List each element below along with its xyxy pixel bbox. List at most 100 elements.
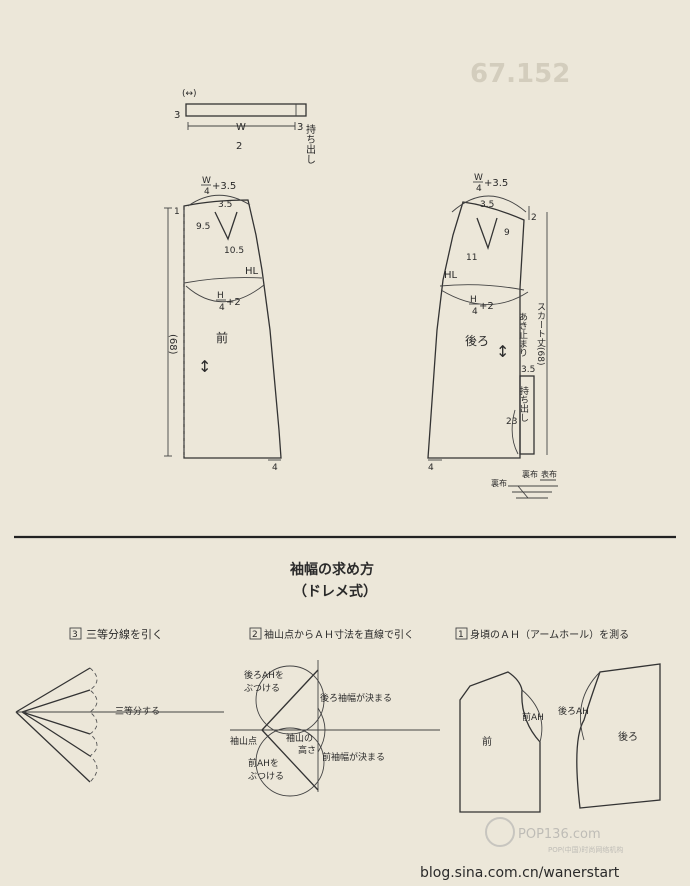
front-h4-numerator: H [217, 291, 224, 301]
step1-front-ah-curve [521, 689, 543, 743]
step2-diagram: 2 袖山点からＡＨ寸法を直線で引く 後ろAHを ぶつける 後ろ袖幅が決まる 袖山… [230, 627, 440, 797]
back-waist-arc [451, 195, 527, 213]
back-detail-omote: 表布 [541, 469, 557, 479]
back-akidomari: あき止まり [517, 312, 528, 357]
back-seam-detail [508, 479, 558, 499]
front-hip-curve [183, 277, 263, 284]
front-hem-4: 4 [272, 463, 278, 473]
back-dart-11: 11 [466, 253, 477, 263]
front-length-68: (68) [167, 334, 178, 355]
back-w4-denominator: 4 [476, 184, 482, 194]
step1-number: 1 [458, 630, 464, 640]
back-detail-ura2: 裏布 [522, 469, 538, 479]
waistband-piece: (↔) 3 3 W 2 持ち出し [174, 89, 316, 164]
back-right-2: 2 [531, 213, 537, 223]
waistband-2: 2 [236, 141, 242, 152]
front-dart [214, 211, 238, 241]
step2-back-ah: 後ろAHを [244, 669, 284, 681]
step2-front-circle [255, 727, 325, 797]
step3-arc-dashed [89, 667, 98, 783]
front-dart-95: 9.5 [196, 222, 210, 232]
front-top-35: 3.5 [218, 200, 232, 210]
step2-back-line [261, 669, 319, 731]
back-dart-9: 9 [504, 228, 510, 238]
step1-front-bodice [459, 671, 541, 813]
step2-butsukeru1: ぶつける [244, 683, 280, 694]
step2-right-arcs [317, 707, 326, 753]
step2-back-width: 後ろ袖幅が決まる [320, 692, 392, 704]
step3-text: 三等分線を引く [86, 627, 163, 641]
back-skirt-length: スカート丈(68) [535, 302, 546, 365]
step1-front: 前 [482, 735, 492, 748]
waistband-outline [185, 103, 307, 117]
back-skirt-piece: W 4 +3.5 3.5 2 9 11 HL H 4 +2 後ろ ↕ あき止まり… [427, 173, 558, 499]
front-dart-105: 10.5 [224, 246, 244, 256]
section-subtitle: （ドレメ式） [293, 583, 377, 600]
back-ext-23: 23 [506, 417, 517, 427]
watermark-logo-mark [485, 817, 515, 847]
back-grain-arrow: ↕ [496, 342, 509, 361]
step2-text: 袖山点からＡＨ寸法を直線で引く [264, 628, 414, 641]
waistband-left-3: 3 [174, 110, 180, 121]
front-w4-numerator: W [202, 176, 211, 186]
waistband-w: W [236, 122, 246, 133]
step1-text: 身頃のＡＨ（アームホール）を測る [470, 628, 629, 641]
front-skirt-piece: W 4 +3.5 3.5 1 9.5 10.5 HL H 4 +2 (68) 前… [164, 176, 282, 473]
waistband-top-width: (↔) [182, 89, 197, 99]
watermark-sub: POP(中国)时尚网络机构 [548, 845, 623, 854]
front-w4-denominator: 4 [204, 187, 210, 197]
step2-sodeyama-point: 袖山点 [230, 735, 257, 747]
back-hem-4: 4 [428, 463, 434, 473]
step3-note: 三等分する [115, 705, 160, 717]
front-label: 前 [216, 330, 228, 345]
faint-page-mark: 67.152 [470, 59, 570, 89]
back-detail-ura: 裏布 [491, 478, 507, 488]
step2-sodeyama-takasa: 袖山の [286, 732, 313, 744]
step2-front-line [261, 729, 319, 791]
back-h4-denominator: 4 [472, 307, 478, 317]
step2-front-width: 前袖幅が決まる [322, 751, 385, 763]
watermark-blog: blog.sina.com.cn/wanerstart [420, 865, 620, 881]
step2-number: 2 [252, 630, 258, 640]
step2-butsukeru2: ぶつける [248, 771, 284, 782]
back-w4-numerator: W [474, 173, 483, 183]
step1-back-ah-curve [579, 671, 601, 741]
step2-takasa: 高さ [298, 744, 316, 756]
back-hl: HL [444, 270, 458, 281]
watermark-logo: POP136.com [518, 827, 601, 842]
front-left-1: 1 [174, 207, 180, 217]
step2-back-circle [255, 665, 325, 735]
front-w4-add: +3.5 [212, 181, 236, 192]
back-hip-arc [440, 289, 529, 305]
front-h4-add: +2 [226, 297, 241, 308]
back-label: 後ろ [465, 334, 489, 348]
front-hip-arc [185, 284, 265, 303]
back-h4-add: +2 [479, 301, 494, 312]
front-h4-denominator: 4 [219, 303, 225, 313]
back-ext-curve [511, 409, 519, 455]
step3-diagram: 3 三等分線を引く 三等分する [15, 627, 224, 783]
back-mochidashi: 持ち出し [518, 385, 529, 422]
step1-diagram: 1 身頃のＡＨ（アームホール）を測る 前AH 後ろAH 前 後ろ [455, 627, 661, 813]
back-mochidashi-extension [519, 375, 535, 455]
back-w4-add: +3.5 [484, 178, 508, 189]
front-waist-arc [187, 194, 251, 207]
back-hip-curve [439, 284, 525, 291]
front-skirt-outline [183, 199, 282, 459]
step1-back-bodice [576, 663, 661, 809]
watermark: POP136.com POP(中国)时尚网络机构 [485, 817, 623, 854]
waistband-mochidashi: 持ち出し [304, 123, 316, 164]
step2-front-ah: 前AHを [248, 757, 279, 769]
step1-back: 後ろ [618, 730, 638, 743]
back-top-35: 3.5 [480, 200, 494, 210]
step2-number-box [249, 627, 262, 640]
back-dart [476, 217, 498, 251]
step1-back-ah: 後ろAH [558, 705, 589, 717]
front-hl: HL [245, 266, 259, 277]
step3-fan-outline [15, 667, 91, 783]
step1-front-ah: 前AH [522, 711, 544, 723]
section-title: 袖幅の求め方 [290, 561, 374, 578]
front-grain-arrow: ↕ [198, 357, 211, 376]
step3-number: 3 [72, 630, 78, 640]
